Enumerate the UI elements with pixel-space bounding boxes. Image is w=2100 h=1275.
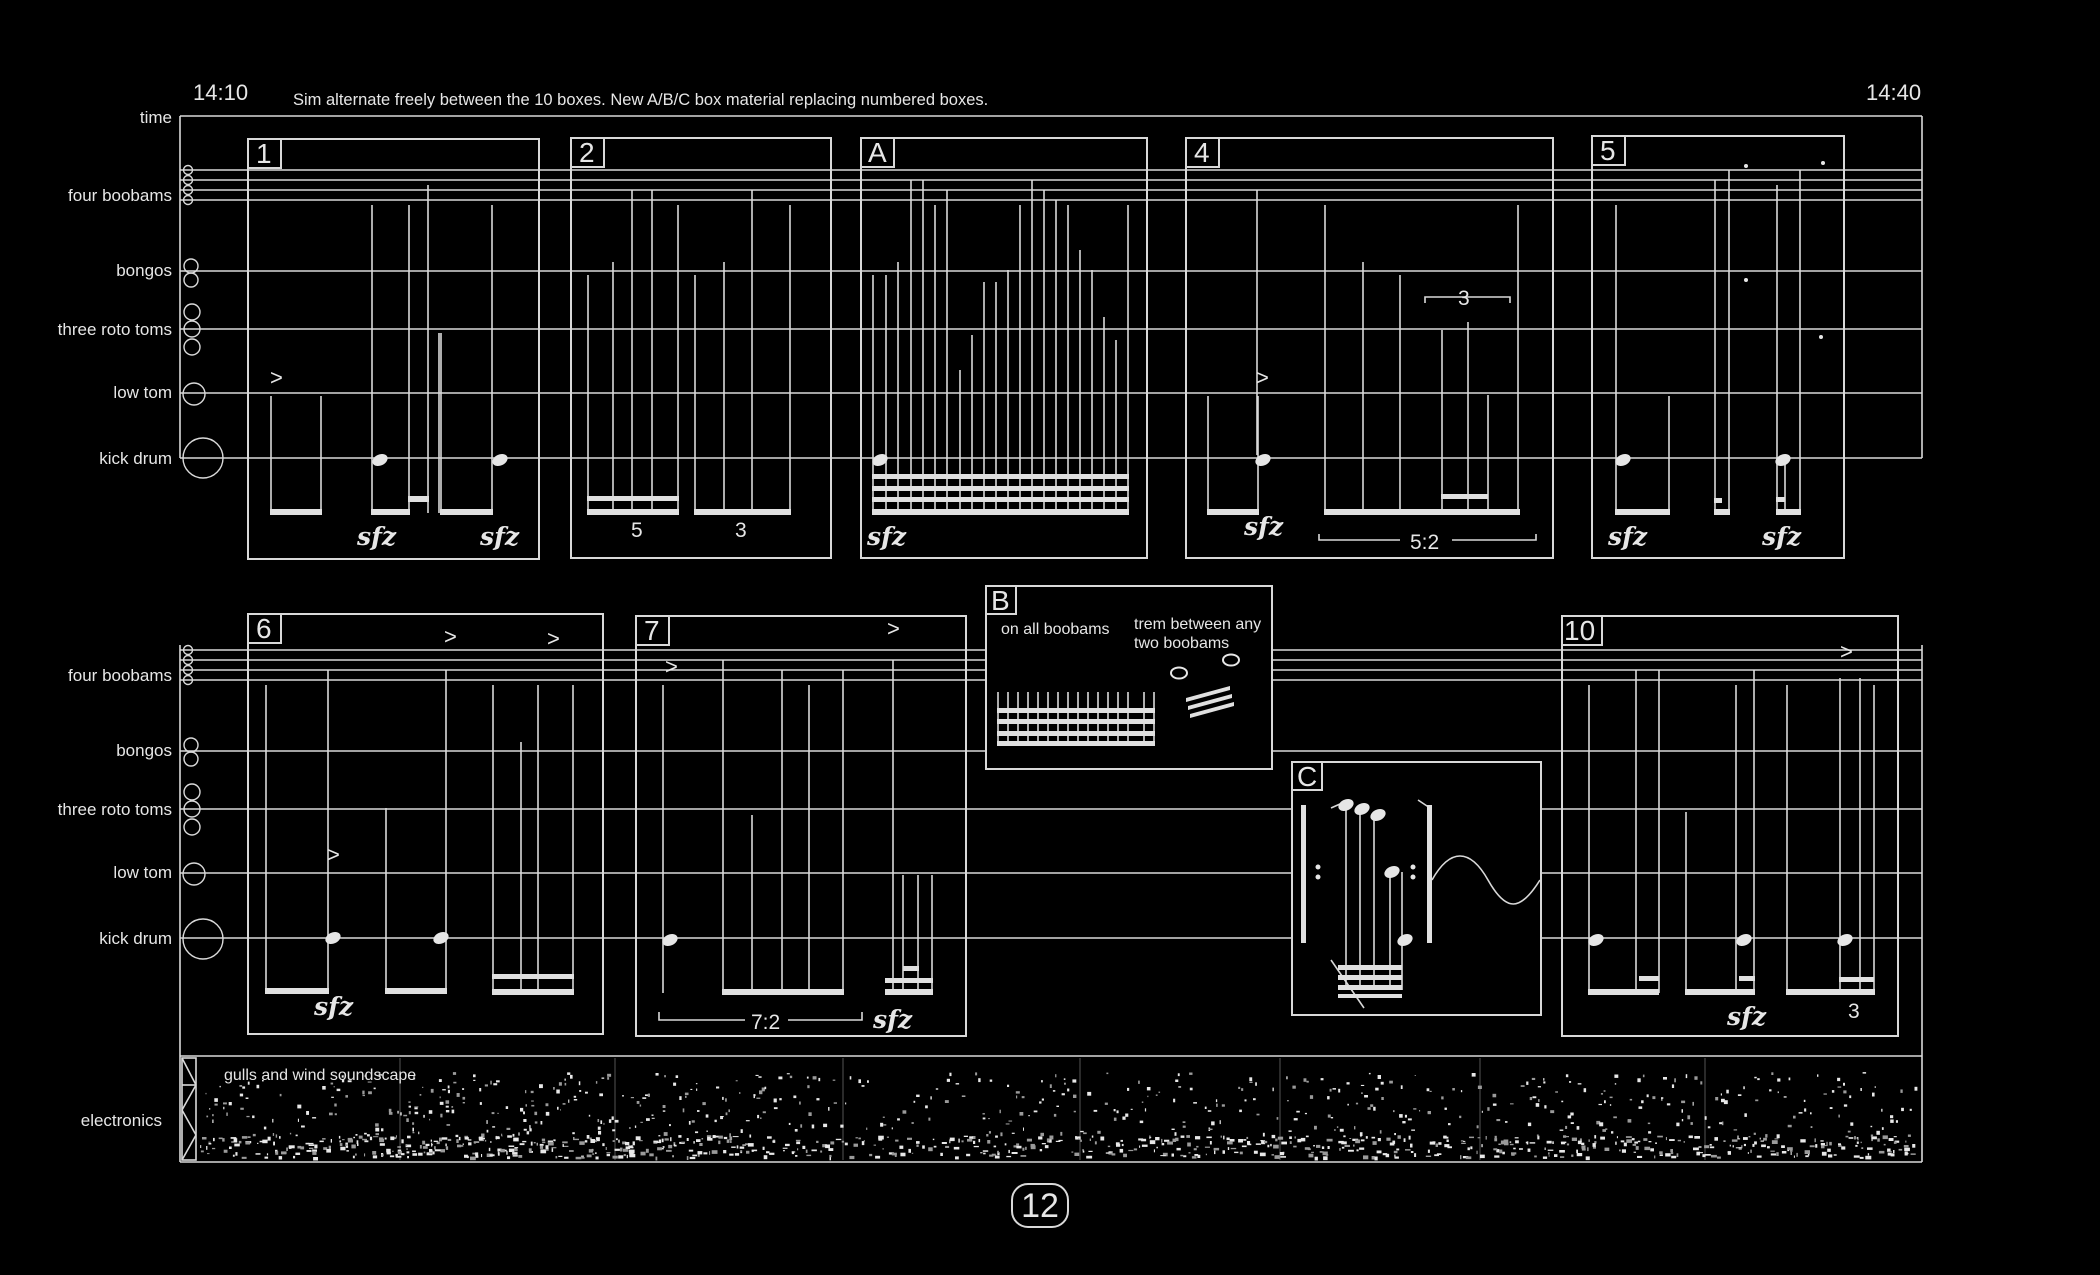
box-7-label: 7 — [644, 615, 660, 646]
accent-8: > — [1840, 639, 1853, 664]
label-boobams-1: four boobams — [68, 186, 172, 205]
box-4 — [1185, 137, 1554, 559]
time-start: 14:10 — [193, 80, 248, 105]
box-6 — [247, 613, 604, 1035]
box-b-note-2a: trem between any — [1134, 616, 1261, 633]
box-1 — [247, 138, 540, 560]
label-bongos-1: bongos — [116, 261, 172, 280]
box-c — [1291, 761, 1542, 1016]
label-rototoms-2: three roto toms — [58, 800, 172, 819]
tuplet-7-2: 7:2 — [751, 1011, 780, 1034]
notation-beams — [265, 474, 1875, 998]
box-c-label: C — [1297, 761, 1317, 792]
accent-2: > — [1256, 365, 1269, 390]
accent-6: > — [665, 654, 678, 679]
dynamic-2: sfz — [479, 522, 520, 551]
dynamic-9: sfz — [1726, 1002, 1767, 1031]
label-kick-1: kick drum — [99, 449, 172, 468]
dynamic-7: sfz — [313, 992, 354, 1021]
box-b-note-2b: two boobams — [1134, 635, 1229, 652]
dynamic-4: sfz — [1243, 512, 1284, 541]
instruction-text: Sim alternate freely between the 10 boxe… — [293, 91, 988, 109]
label-time: time — [140, 108, 172, 127]
box-2-label: 2 — [579, 137, 595, 168]
dynamic-8: sfz — [872, 1005, 913, 1034]
label-electronics: electronics — [81, 1111, 162, 1130]
box-4-label: 4 — [1194, 137, 1210, 168]
accent-5: > — [327, 842, 340, 867]
dynamic-5: sfz — [1607, 522, 1648, 551]
accent-1: > — [270, 365, 283, 390]
box-6-label: 6 — [256, 613, 272, 644]
dynamic-6: sfz — [1761, 522, 1802, 551]
electronics-label: gulls and wind soundscape — [224, 1067, 416, 1084]
box-1-label: 1 — [256, 138, 272, 169]
accent-4: > — [547, 626, 560, 651]
tuplet-3-c: 3 — [1848, 1000, 1860, 1023]
boobam-circles-icon — [182, 164, 224, 960]
label-bongos-2: bongos — [116, 741, 172, 760]
label-rototoms-1: three roto toms — [58, 320, 172, 339]
label-lowtom-2: low tom — [113, 863, 172, 882]
tuplet-3-a: 3 — [735, 519, 747, 542]
tuplet-5: 5 — [631, 519, 643, 542]
label-lowtom-1: low tom — [113, 383, 172, 402]
page-number-frame — [1011, 1183, 1069, 1228]
tuplet-3-b: 3 — [1458, 287, 1470, 310]
box-2 — [570, 137, 832, 559]
box-a — [860, 137, 1148, 559]
box-5 — [1591, 135, 1845, 559]
box-10-label: 10 — [1564, 615, 1595, 646]
accent-7: > — [887, 616, 900, 641]
dynamic-1: sfz — [356, 522, 397, 551]
box-10 — [1561, 615, 1899, 1037]
box-7 — [635, 615, 967, 1037]
box-a-label: A — [868, 137, 887, 168]
box-b-label: B — [991, 585, 1010, 616]
box-b — [985, 585, 1273, 770]
label-boobams-2: four boobams — [68, 666, 172, 685]
notation-stems — [265, 170, 1875, 1021]
box-b-note-1: on all boobams — [1001, 621, 1110, 638]
time-end: 14:40 — [1866, 80, 1921, 105]
dynamic-3: sfz — [866, 522, 907, 551]
box-5-label: 5 — [1600, 135, 1616, 166]
page-number: 12 — [1021, 1187, 1059, 1225]
accent-3: > — [444, 624, 457, 649]
electronics-spectrogram — [200, 1058, 1918, 1161]
label-kick-2: kick drum — [99, 929, 172, 948]
tuplet-5-2: 5:2 — [1410, 531, 1439, 554]
noteheads — [325, 161, 1853, 947]
